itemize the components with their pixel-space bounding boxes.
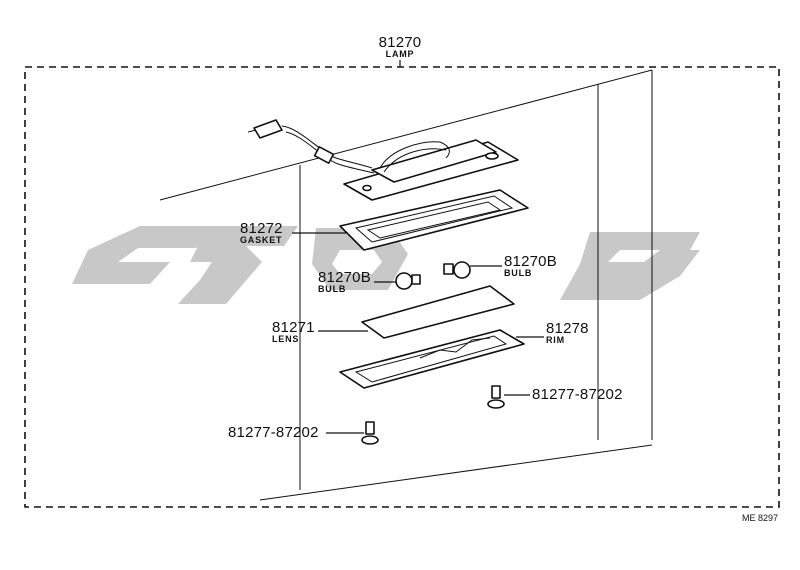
reference-code: ME 8297 xyxy=(742,513,778,523)
screw-left-part xyxy=(361,421,379,445)
callout-rim-number: 81278 xyxy=(546,320,589,337)
callout-gasket-name: GASKET xyxy=(240,235,282,245)
callout-bulb-left-name: BULB xyxy=(318,284,346,294)
mounting-panel xyxy=(159,69,653,501)
callout-lens-name: LENS xyxy=(272,334,299,344)
callout-bulb-left-number: 81270B xyxy=(318,269,371,286)
callout-bulb-right-name: BULB xyxy=(504,268,532,278)
screw-right-part xyxy=(487,385,505,409)
callout-gasket-number: 81272 xyxy=(240,220,283,237)
callout-bulb-right-number: 81270B xyxy=(504,253,557,270)
callout-rim-name: RIM xyxy=(546,335,565,345)
callout-lens-number: 81271 xyxy=(272,319,315,336)
assembly-boundary xyxy=(24,66,780,508)
callout-screw-right-number: 81277-87202 xyxy=(532,386,623,403)
bulb-right-part xyxy=(443,261,471,279)
lamp-housing xyxy=(247,119,519,201)
callout-screw-left-number: 81277-87202 xyxy=(228,424,319,441)
rim-part xyxy=(339,329,525,389)
bulb-left-part xyxy=(395,272,421,290)
lens-part xyxy=(361,285,515,339)
assembly-name: LAMP xyxy=(386,49,415,59)
gasket-part xyxy=(339,189,529,251)
assembly-number: 81270 xyxy=(379,34,422,51)
